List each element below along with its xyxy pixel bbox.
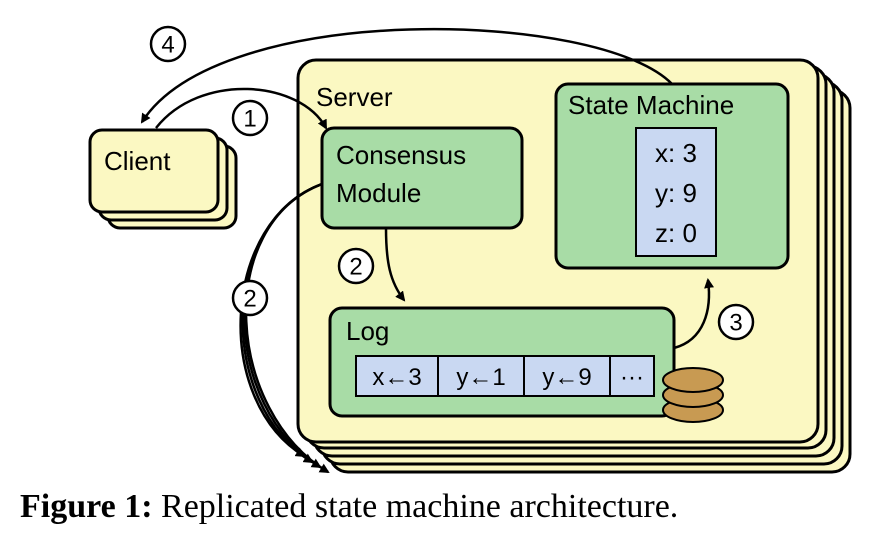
arrow-step-4 <box>140 27 673 124</box>
consensus-label-line2: Module <box>336 178 421 208</box>
step-circle <box>231 279 269 317</box>
state-value: x: 3 <box>655 138 697 168</box>
log-entry: y←9 <box>542 364 591 391</box>
log-entries: x←3 y←1 y←9 ··· <box>355 355 655 397</box>
caption-label: Figure 1: <box>20 488 153 525</box>
state-value: y: 9 <box>655 178 697 208</box>
step-circle <box>337 247 375 285</box>
state-value: z: 0 <box>655 218 697 248</box>
step-number: 1 <box>243 106 256 133</box>
step-number: 2 <box>349 254 362 281</box>
caption-text: Replicated state machine architecture. <box>161 488 679 525</box>
figure-caption: Figure 1: Replicated state machine archi… <box>20 488 870 526</box>
log-entry: y←1 <box>456 364 505 391</box>
server-label: Server <box>316 82 393 112</box>
state-values-box <box>635 127 717 257</box>
step-circle <box>717 303 755 341</box>
state-machine-label: State Machine <box>568 90 734 120</box>
client-stack <box>88 128 238 230</box>
log-entry: ··· <box>620 364 644 391</box>
consensus-label-line1: Consensus <box>336 140 466 170</box>
step-number: 4 <box>161 32 174 59</box>
arrow-step-1 <box>155 87 328 130</box>
disk-stack <box>662 367 724 423</box>
step-number: 2 <box>243 286 256 313</box>
consensus-module-box <box>320 126 524 230</box>
step-circle <box>149 25 187 63</box>
log-entry-cell <box>609 355 655 397</box>
step-number: 3 <box>729 310 742 337</box>
log-entry-cell <box>437 355 525 397</box>
log-entry: x←3 <box>372 364 421 391</box>
arrow-step-2-log <box>384 227 406 302</box>
replicated-state-machine-diagram: Server Client Consensus Module State Mac… <box>88 25 852 474</box>
arrow-step-2-replicate-4 <box>244 182 330 474</box>
state-values: x: 3 y: 9 z: 0 <box>655 138 697 248</box>
arrow-step-3 <box>673 278 715 350</box>
log-label: Log <box>346 316 389 346</box>
client-label: Client <box>104 146 171 176</box>
arrows <box>140 27 715 474</box>
step-numbers: 4 1 2 2 3 <box>149 25 755 341</box>
client-box <box>88 128 220 214</box>
step-circle <box>231 99 269 137</box>
